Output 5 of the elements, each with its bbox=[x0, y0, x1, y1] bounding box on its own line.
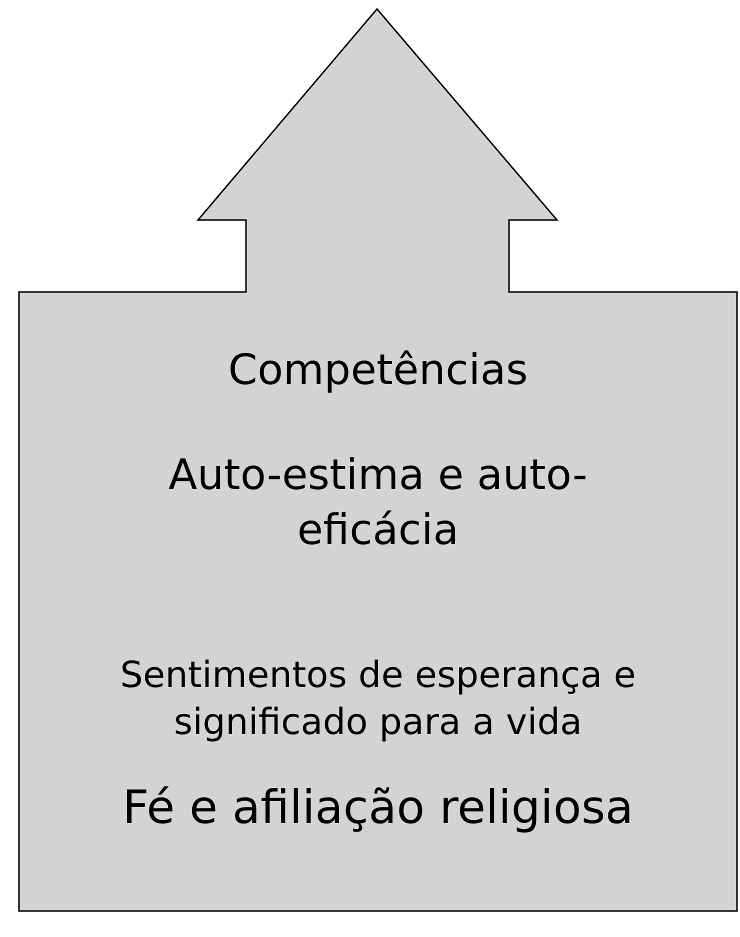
body-text: Sentimentos de esperança e significado para a vida bbox=[119, 654, 637, 745]
heading-text: Competências bbox=[227, 344, 529, 396]
body-text: Auto-estima e auto-eficácia bbox=[168, 449, 588, 556]
body-text: Fé e afiliação religiosa bbox=[122, 779, 634, 836]
arrow-shaped-panel bbox=[18, 8, 738, 912]
